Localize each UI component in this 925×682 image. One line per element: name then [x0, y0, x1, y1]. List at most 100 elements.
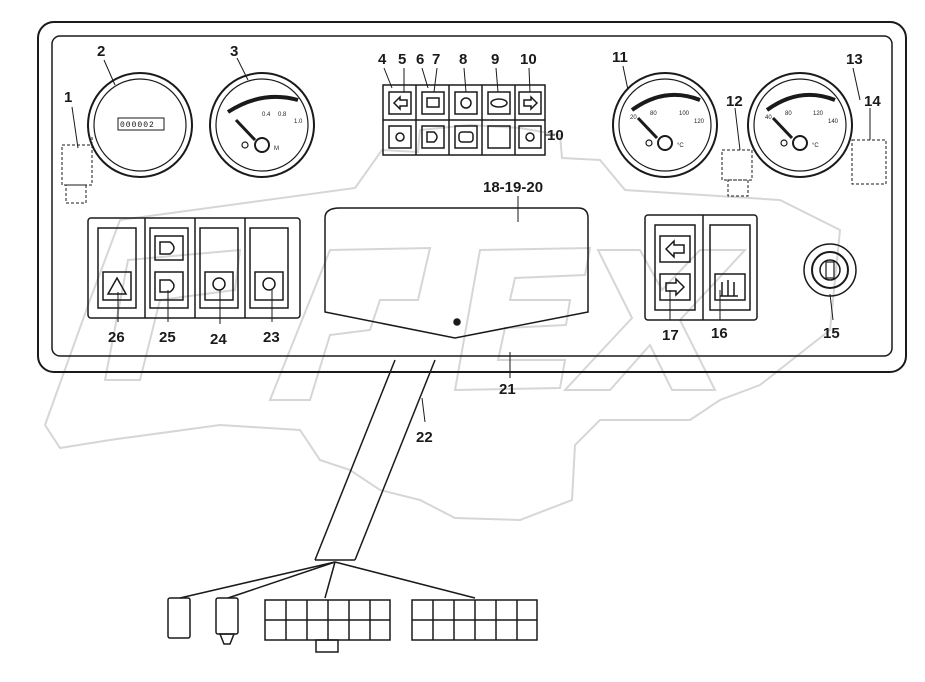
callout-12: 12 — [726, 93, 743, 110]
hazard-icon — [395, 132, 405, 142]
callout-1: 1 — [64, 89, 72, 106]
coolant-unit: °C — [677, 143, 684, 149]
ignition-switch — [803, 243, 857, 297]
work-light-rear-icon — [262, 277, 276, 291]
lamp-window-10b — [518, 125, 542, 149]
instrument-panel — [37, 21, 907, 373]
work-light-switch-rear — [249, 227, 289, 309]
lamp-window-8 — [454, 91, 478, 115]
callout-9: 9 — [491, 51, 499, 68]
oiltemp-unit: °C — [812, 143, 819, 149]
callout-6: 6 — [416, 51, 424, 68]
lamp-window-4 — [388, 125, 412, 149]
work-light-switch-front — [199, 227, 239, 309]
connector-14 — [851, 139, 887, 185]
lamp-window-6 — [421, 125, 445, 149]
low-beam-icon — [426, 131, 438, 143]
turn-left-icon — [664, 239, 685, 259]
lamp-window-9b — [487, 125, 511, 149]
callout-22: 22 — [416, 429, 433, 446]
watermark — [43, 123, 842, 522]
callout-10-side: 10 — [547, 127, 564, 144]
lamp-window-9 — [487, 91, 511, 115]
turn-right-icon — [665, 277, 686, 297]
pressure-scale-a: 0.4 — [262, 112, 271, 118]
turn-signal-switch — [654, 224, 696, 311]
single-plug-a — [167, 597, 191, 639]
callout-15: 15 — [823, 325, 840, 342]
multi-connector-b — [411, 599, 538, 641]
callout-numbers: 1 2 3 4 5 6 7 8 9 10 10 11 12 13 14 15 1… — [64, 43, 881, 446]
callout-14: 14 — [864, 93, 881, 110]
right-switch-bank — [644, 214, 758, 321]
centre-display — [324, 207, 589, 339]
wiring-harness — [167, 359, 538, 653]
callout-16: 16 — [711, 325, 728, 342]
tachometer-gauge: 000002 — [87, 72, 193, 178]
headlight-icon — [159, 241, 175, 255]
coolant-scale-a: 20 — [630, 115, 637, 121]
callout-25: 25 — [159, 329, 176, 346]
oiltemp-scale-c: 120 — [813, 111, 824, 117]
coolant-scale-d: 120 — [694, 119, 705, 125]
coolant-scale-c: 100 — [679, 111, 690, 117]
coolant-scale-b: 80 — [650, 111, 657, 117]
watermark-text-r — [268, 246, 432, 401]
oiltemp-scale-b: 80 — [785, 111, 792, 117]
brake-icon — [458, 131, 474, 143]
callout-8: 8 — [459, 51, 467, 68]
oiltemp-scale-a: 40 — [765, 115, 772, 121]
panel-outer-frame — [37, 21, 907, 373]
pressure-unit: M — [274, 146, 279, 152]
leader-lines — [71, 57, 871, 423]
heater-icon — [720, 280, 738, 297]
pressure-scale-c: 1.0 — [294, 119, 303, 125]
left-switch-bank — [87, 217, 301, 319]
glow-plug-icon — [525, 132, 535, 142]
left-connector — [61, 135, 93, 204]
lamp-window-5 — [388, 91, 412, 115]
callout-7: 7 — [432, 51, 440, 68]
callout-4: 4 — [378, 51, 387, 68]
callout-10-top: 10 — [520, 51, 537, 68]
heater-switch — [709, 224, 751, 311]
eye-icon — [490, 98, 508, 108]
headlight-switch — [149, 227, 189, 309]
hazard-switch — [97, 227, 137, 309]
callout-21: 21 — [499, 381, 516, 398]
callout-5: 5 — [398, 51, 406, 68]
right-connectors — [721, 139, 887, 197]
callout-3: 3 — [230, 43, 238, 60]
battery-icon — [426, 97, 440, 108]
lamp-window-7 — [421, 91, 445, 115]
multi-connector-a — [264, 599, 391, 653]
watermark-text-x — [562, 249, 748, 391]
callout-24: 24 — [210, 331, 227, 348]
callout-18-19-20: 18-19-20 — [483, 179, 543, 196]
oil-pressure-icon — [460, 97, 472, 109]
callout-11: 11 — [612, 49, 628, 66]
callout-26: 26 — [108, 329, 125, 346]
odometer-reading: 000002 — [120, 121, 155, 130]
arrow-right-icon — [523, 95, 539, 111]
hazard-triangle-icon — [106, 276, 128, 295]
oil-temp-gauge: 40 80 120 140 °C — [747, 72, 853, 178]
coolant-temp-gauge: 20 80 100 120 °C — [612, 72, 718, 178]
watermark-text-e — [453, 246, 592, 392]
arrow-left-icon — [392, 95, 408, 111]
connector-12 — [721, 149, 753, 181]
panel-inner-frame — [51, 35, 893, 357]
pressure-scale-b: 0.8 — [278, 112, 287, 118]
watermark-gear — [43, 123, 842, 522]
callout-23: 23 — [263, 329, 280, 346]
odometer-window — [117, 117, 165, 131]
oiltemp-scale-d: 140 — [828, 119, 839, 125]
callout-17: 17 — [662, 327, 679, 344]
pressure-gauge: 0.4 0.8 1.0 M — [209, 72, 315, 178]
lamp-window-8b — [454, 125, 478, 149]
single-plug-b — [215, 597, 239, 635]
callout-13: 13 — [846, 51, 863, 68]
callout-2: 2 — [97, 43, 105, 60]
high-beam-icon — [159, 279, 175, 293]
